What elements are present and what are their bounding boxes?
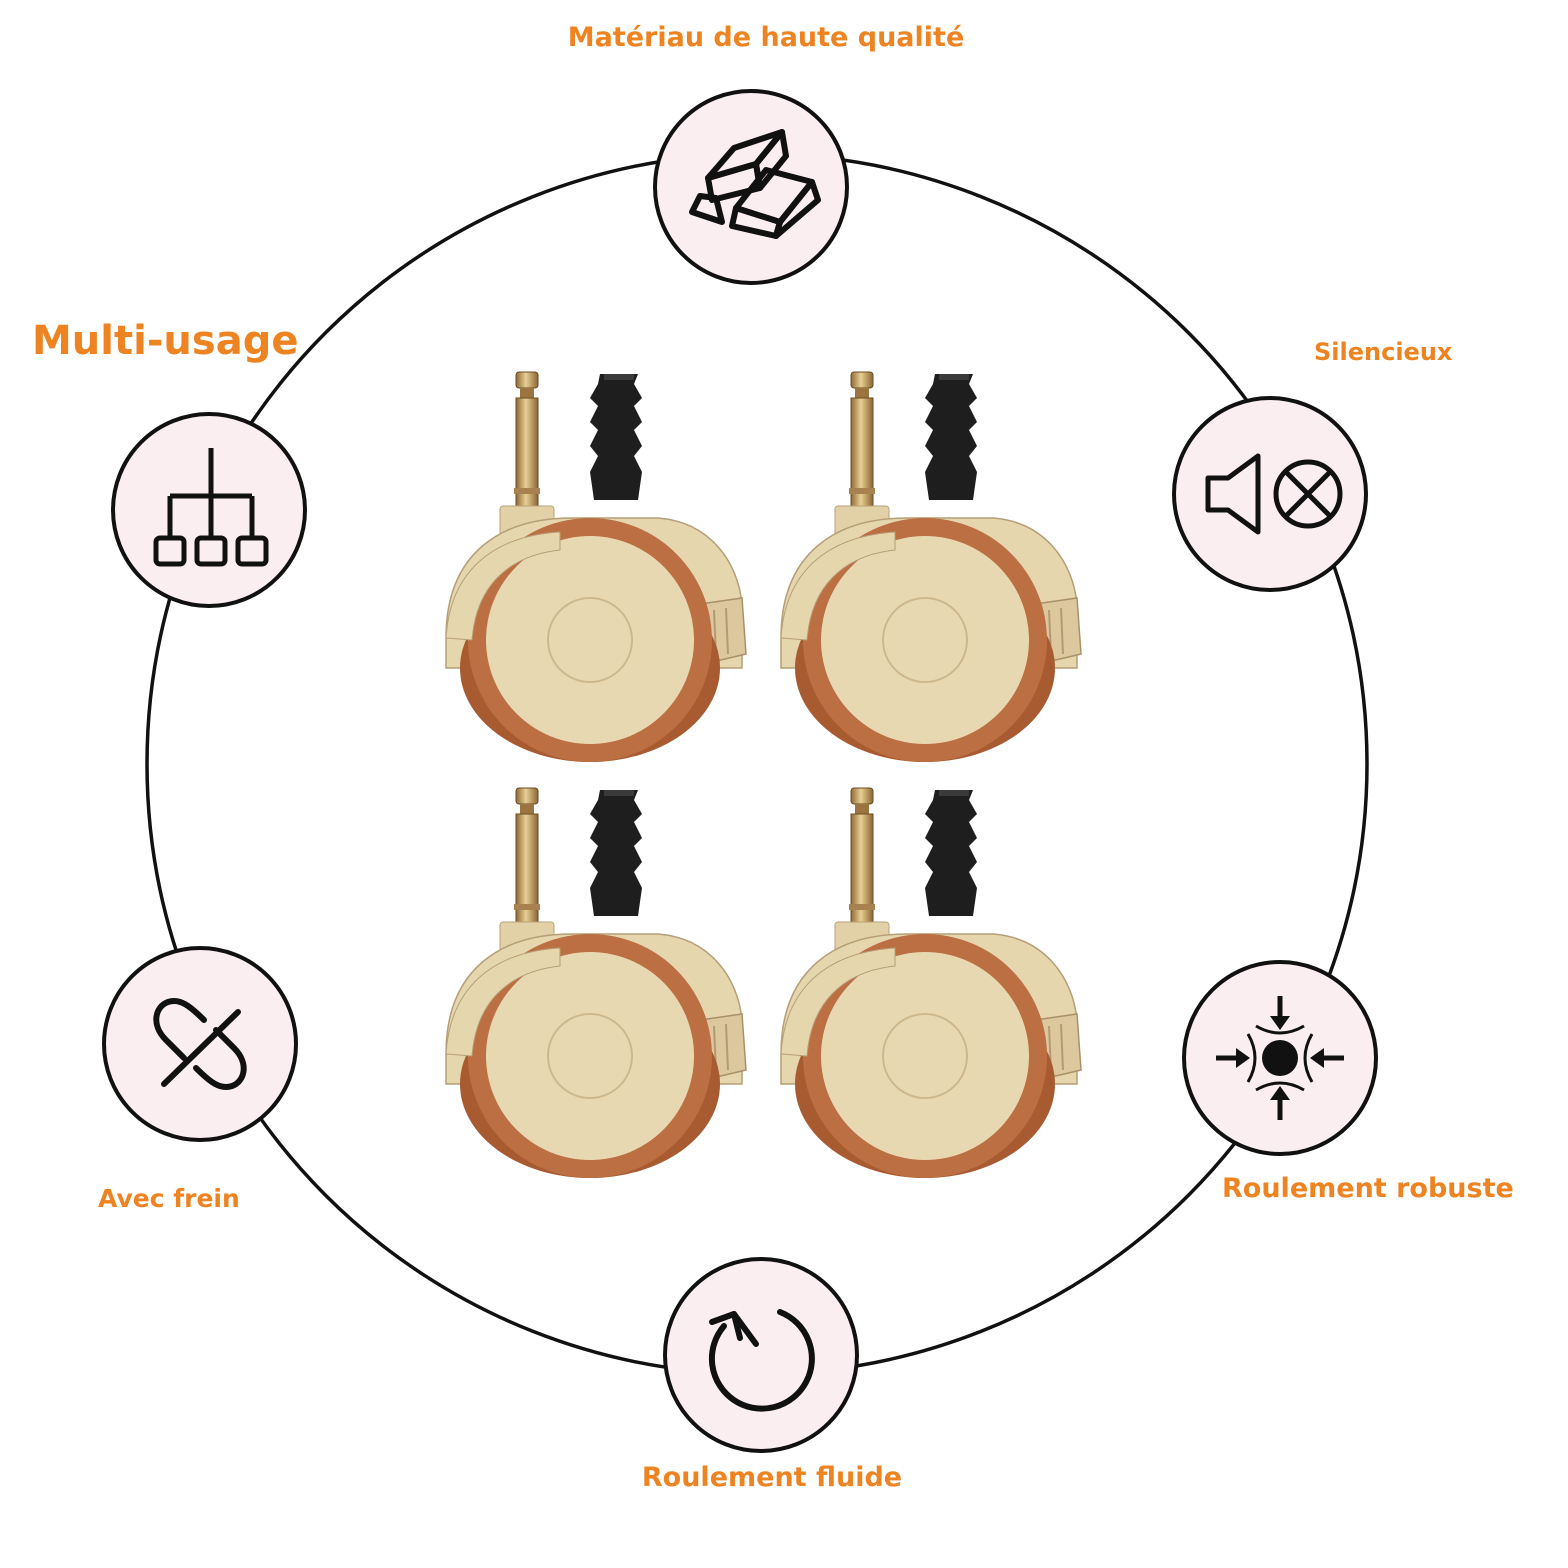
caster-wheel	[445, 371, 747, 763]
caster-wheel	[780, 371, 1082, 763]
feature-ring	[145, 152, 1369, 1376]
speaker-mute-icon	[1205, 453, 1343, 535]
broken-link-icon	[153, 998, 247, 1090]
feature-node-top	[653, 89, 849, 285]
feature-label-brake: Avec frein	[98, 1184, 240, 1213]
feature-node-brake	[102, 946, 298, 1142]
compression-icon	[1216, 996, 1344, 1120]
feature-label-multi: Multi-usage	[32, 318, 299, 364]
rotate-clockwise-icon	[708, 1309, 815, 1412]
feature-node-silent	[1172, 396, 1368, 592]
caster-wheel-group	[445, 371, 1082, 1179]
caster-wheel	[445, 787, 747, 1179]
feature-node-smooth	[663, 1257, 859, 1453]
feature-label-silent: Silencieux	[1314, 338, 1453, 366]
feature-label-robust: Roulement robuste	[1222, 1173, 1514, 1204]
gold-bars-icon	[689, 129, 821, 239]
hierarchy-icon	[153, 448, 269, 567]
feature-label-top: Matériau de haute qualité	[567, 22, 965, 53]
caster-wheel	[780, 787, 1082, 1179]
feature-node-robust	[1182, 960, 1378, 1156]
feature-node-multi	[111, 412, 307, 608]
feature-label-smooth: Roulement fluide	[641, 1462, 903, 1493]
